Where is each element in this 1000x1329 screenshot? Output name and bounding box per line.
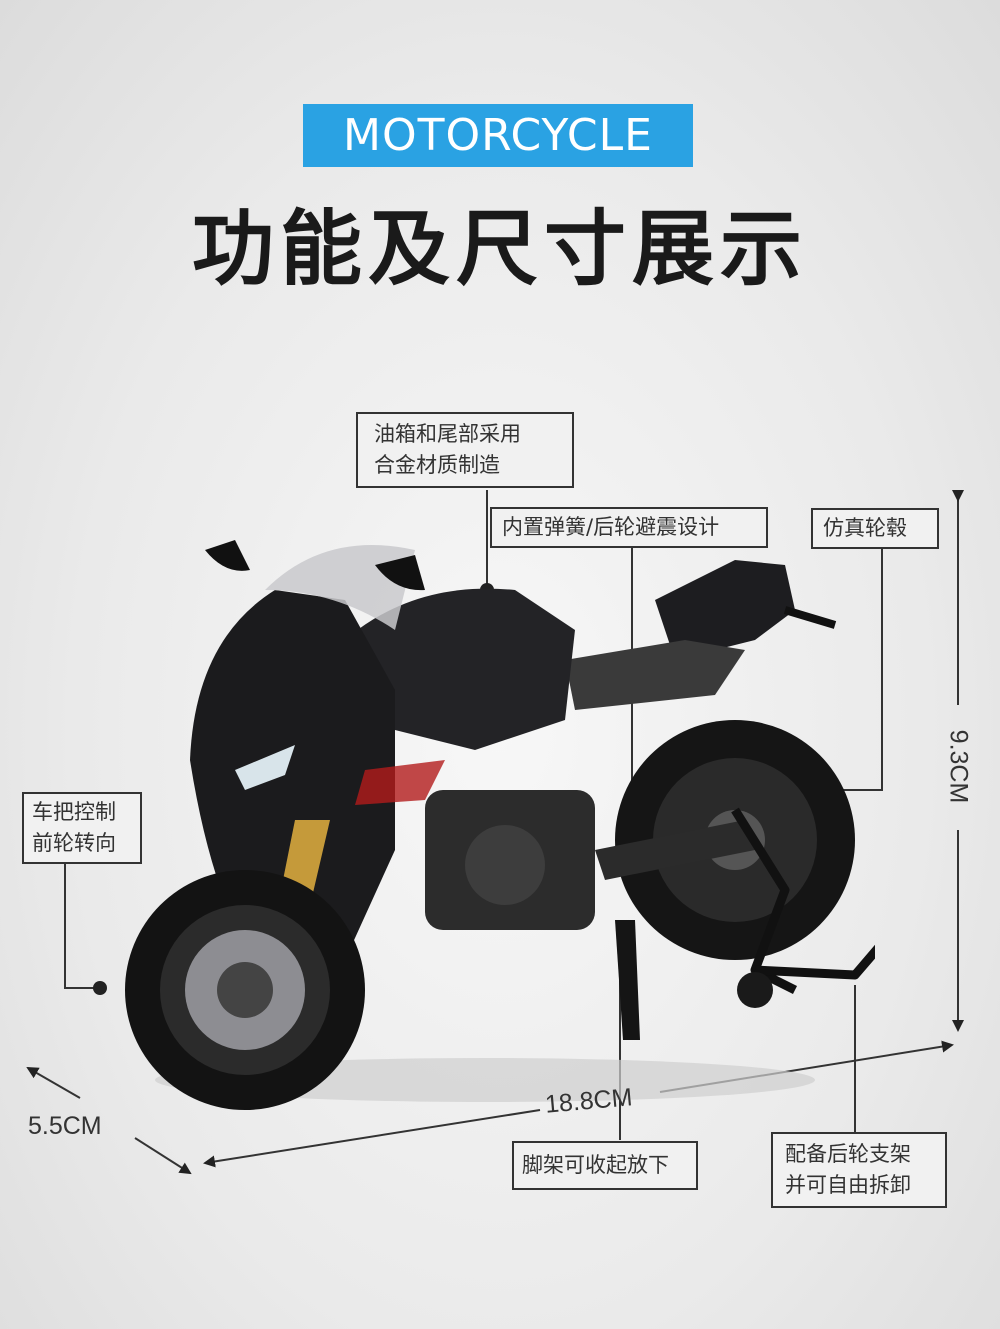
callout-tank-material: 油箱和尾部采用 合金材质制造: [356, 412, 574, 488]
callout-spring-label: 内置弹簧/后轮避震设计: [502, 515, 720, 539]
callout-handlebar-steering: 车把控制 前轮转向: [22, 792, 142, 864]
motorcycle-illustration: [125, 540, 875, 1110]
page-title: 功能及尺寸展示: [191, 202, 808, 297]
callout-tank-line-1: 油箱和尾部采用: [374, 422, 521, 446]
callout-rear-stand-line-1: 配备后轮支架: [785, 1142, 911, 1166]
dimension-height: 9.3CM: [944, 729, 973, 804]
callout-rear-stand: 配备后轮支架 并可自由拆卸: [771, 1132, 947, 1208]
callout-kickstand-label: 脚架可收起放下: [522, 1153, 669, 1177]
callout-handlebar-line-2: 前轮转向: [32, 831, 116, 855]
callout-tank-line-2: 合金材质制造: [374, 453, 500, 477]
callout-rear-stand-line-2: 并可自由拆卸: [785, 1173, 911, 1197]
category-badge: MOTORCYCLE: [303, 104, 693, 167]
callout-handlebar-line-1: 车把控制: [32, 800, 116, 824]
callout-wheel-hub: 仿真轮毂: [811, 508, 939, 549]
dimension-width: 5.5CM: [28, 1112, 102, 1140]
callout-wheel-hub-label: 仿真轮毂: [823, 516, 907, 540]
callout-kickstand: 脚架可收起放下: [512, 1141, 698, 1190]
callout-rear-suspension: 内置弹簧/后轮避震设计: [490, 507, 768, 548]
